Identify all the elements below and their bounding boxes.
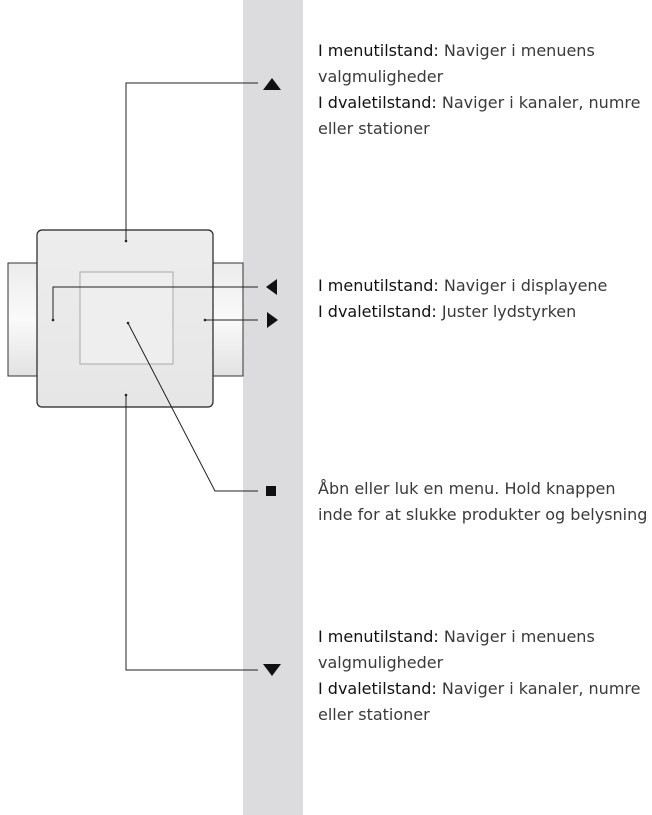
up-menu-text: Naviger i menuens valgmuligheder [318, 41, 595, 86]
up-description: I menutilstand: Naviger i menuens valgmu… [318, 38, 648, 142]
down-sleep-text: Naviger i kanaler, numre eller stationer [318, 679, 641, 724]
down-description: I menutilstand: Naviger i menuens valgmu… [318, 624, 648, 728]
shaft-left [7, 262, 41, 377]
down-menu-term: I menutilstand: [318, 627, 439, 646]
button-strip [243, 0, 303, 815]
center-description: Åbn eller luk en menu. Hold knappen inde… [318, 476, 648, 528]
leftright-menu-term: I menutilstand: [318, 276, 439, 295]
leader-down [125, 395, 258, 671]
down-arrow-icon [263, 664, 281, 676]
leader-left [52, 286, 258, 320]
up-sleep-term: I dvaletilstand: [318, 93, 437, 112]
leftright-sleep-term: I dvaletilstand: [318, 302, 437, 321]
left-arrow-icon [266, 279, 277, 295]
down-sleep-term: I dvaletilstand: [318, 679, 437, 698]
center-button-area [79, 271, 174, 365]
up-arrow-icon [263, 78, 281, 90]
center-square-icon [266, 486, 276, 496]
up-menu-term: I menutilstand: [318, 41, 439, 60]
leader-center [127, 322, 258, 492]
center-text: Åbn eller luk en menu. Hold knappen inde… [318, 479, 648, 524]
right-arrow-icon [267, 312, 278, 328]
up-sleep-text: Naviger i kanaler, numre eller stationer [318, 93, 641, 138]
leftright-description: I menutilstand: Naviger i displayene I d… [318, 273, 648, 325]
down-menu-text: Naviger i menuens valgmuligheder [318, 627, 595, 672]
leader-up [125, 82, 258, 241]
leftright-sleep-text: Juster lydstyrken [436, 302, 577, 321]
leftright-menu-text: Naviger i displayene [438, 276, 608, 295]
